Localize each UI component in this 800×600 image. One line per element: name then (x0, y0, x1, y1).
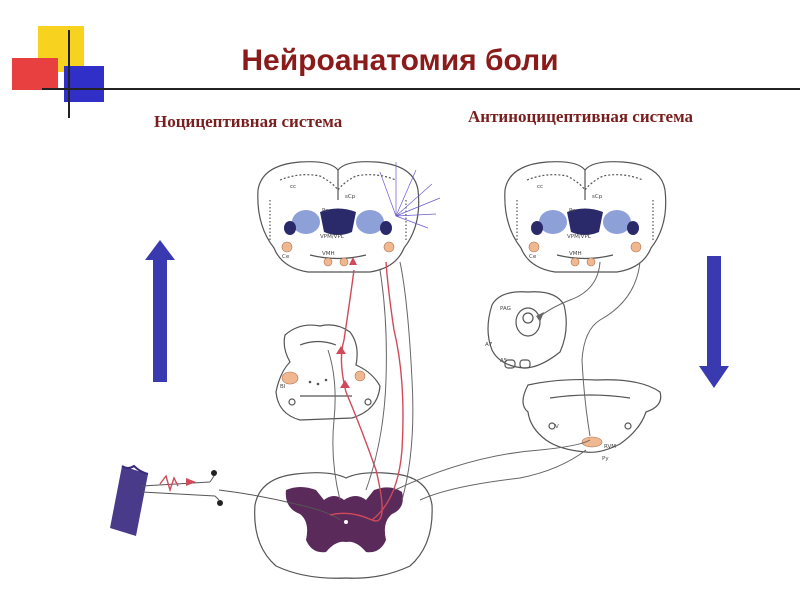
deco-line-vertical (68, 30, 70, 118)
ascending-arrowhead-3 (336, 346, 346, 354)
spinal-cord (254, 472, 433, 579)
peripheral-nerve (110, 464, 341, 536)
brainstem-left (275, 324, 381, 421)
label-a5: A5 (500, 358, 508, 364)
subtitle-antinociceptive: Антиноцицептивная система (468, 107, 694, 126)
ascending-pathway (329, 261, 404, 522)
thalamus-left (281, 208, 395, 267)
label-bl: Bl (280, 384, 286, 390)
label-ce-left: Ce (282, 254, 290, 260)
ascending-arrowhead-1 (349, 257, 357, 265)
label-scp-right: sCp (592, 194, 603, 200)
ascending-arrow (145, 240, 175, 382)
label-ce-right: Ce (529, 254, 537, 260)
label-vpm-right: VPM/VPL (567, 234, 592, 240)
page-title: Нейроанатомия боли (241, 44, 559, 77)
thalamus-right (528, 208, 642, 267)
deco-line-horizontal (42, 88, 800, 90)
ascending-arrowhead-2 (340, 380, 350, 388)
cortex-projections (379, 162, 441, 229)
label-vpm-left: VPM/VPL (320, 234, 345, 240)
label-cc-right: cc (537, 184, 543, 190)
brainstem-left-nuclei (281, 370, 366, 386)
label-cc-left: cc (290, 184, 296, 190)
label-vmh-right: VMH (569, 251, 582, 257)
descending-arrow (699, 256, 729, 388)
label-pag: PAG (500, 306, 511, 312)
midbrain-pag (487, 291, 567, 369)
label-scp-left: sCp (345, 194, 356, 200)
label-vmh-left: VMH (322, 251, 335, 257)
label-v: V (555, 424, 559, 430)
brain-section-left (257, 161, 420, 273)
label-rvm: RVM (604, 444, 616, 450)
subtitle-nociceptive: Ноцицептивная система (154, 112, 343, 131)
label-po-right: Po (569, 208, 576, 214)
deco-square-blue (64, 66, 104, 102)
brain-section-right (504, 161, 667, 273)
rvm-nucleus (581, 436, 603, 448)
label-a7: A7 (485, 342, 493, 348)
descending-arrowhead-pag (536, 312, 544, 322)
connecting-tracts (327, 261, 641, 501)
label-py: Py (602, 456, 609, 462)
label-po-left: Po (322, 208, 329, 214)
deco-square-red (12, 58, 58, 90)
medulla-rvm (522, 378, 662, 453)
